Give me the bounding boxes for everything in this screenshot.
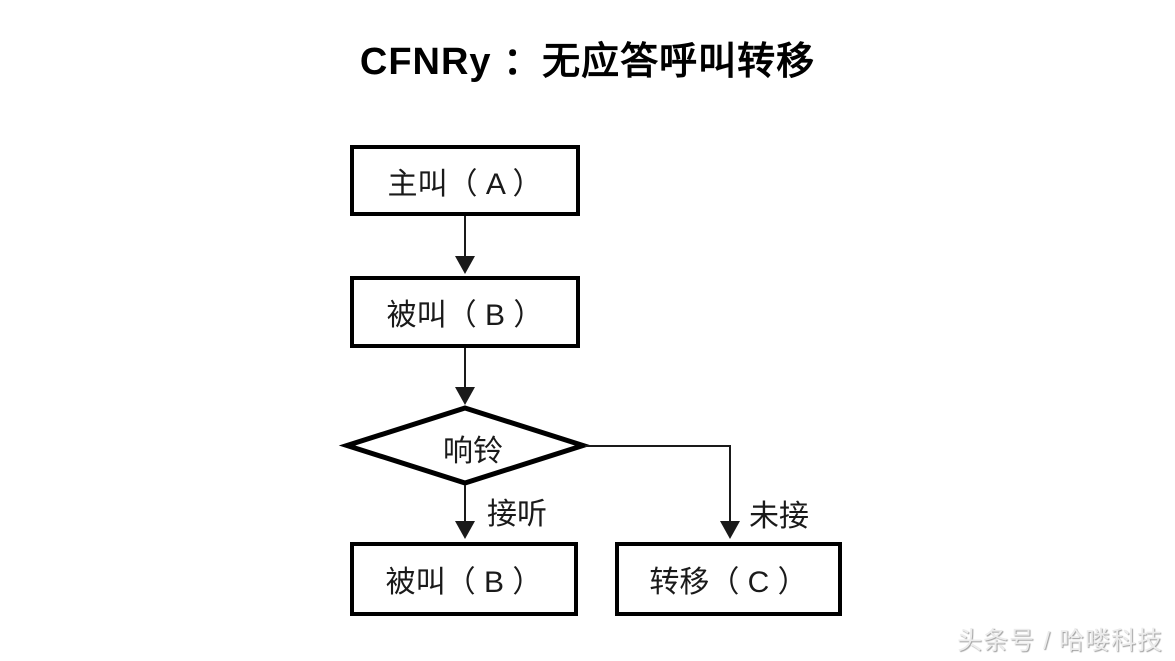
edge-label-missed: 未接 <box>749 500 809 533</box>
node-caller-a: 主叫（ A ） <box>350 145 580 216</box>
edge-decision-to-forward <box>585 445 740 539</box>
diagram-title: CFNRy ：无应答呼叫转移 <box>359 41 816 83</box>
node-callee-b-answered: 被叫（ B ） <box>350 542 578 616</box>
edge-label-answer: 接听 <box>487 498 547 531</box>
decision-label-ringing: 响铃 <box>443 435 503 468</box>
node-callee-b-ring: 被叫（ B ） <box>350 276 580 348</box>
watermark-text: 头条号 / 哈喽科技 <box>957 627 1163 655</box>
decision-diamond-shape <box>338 405 592 486</box>
node-forward-c: 转移（ C ） <box>615 542 842 616</box>
